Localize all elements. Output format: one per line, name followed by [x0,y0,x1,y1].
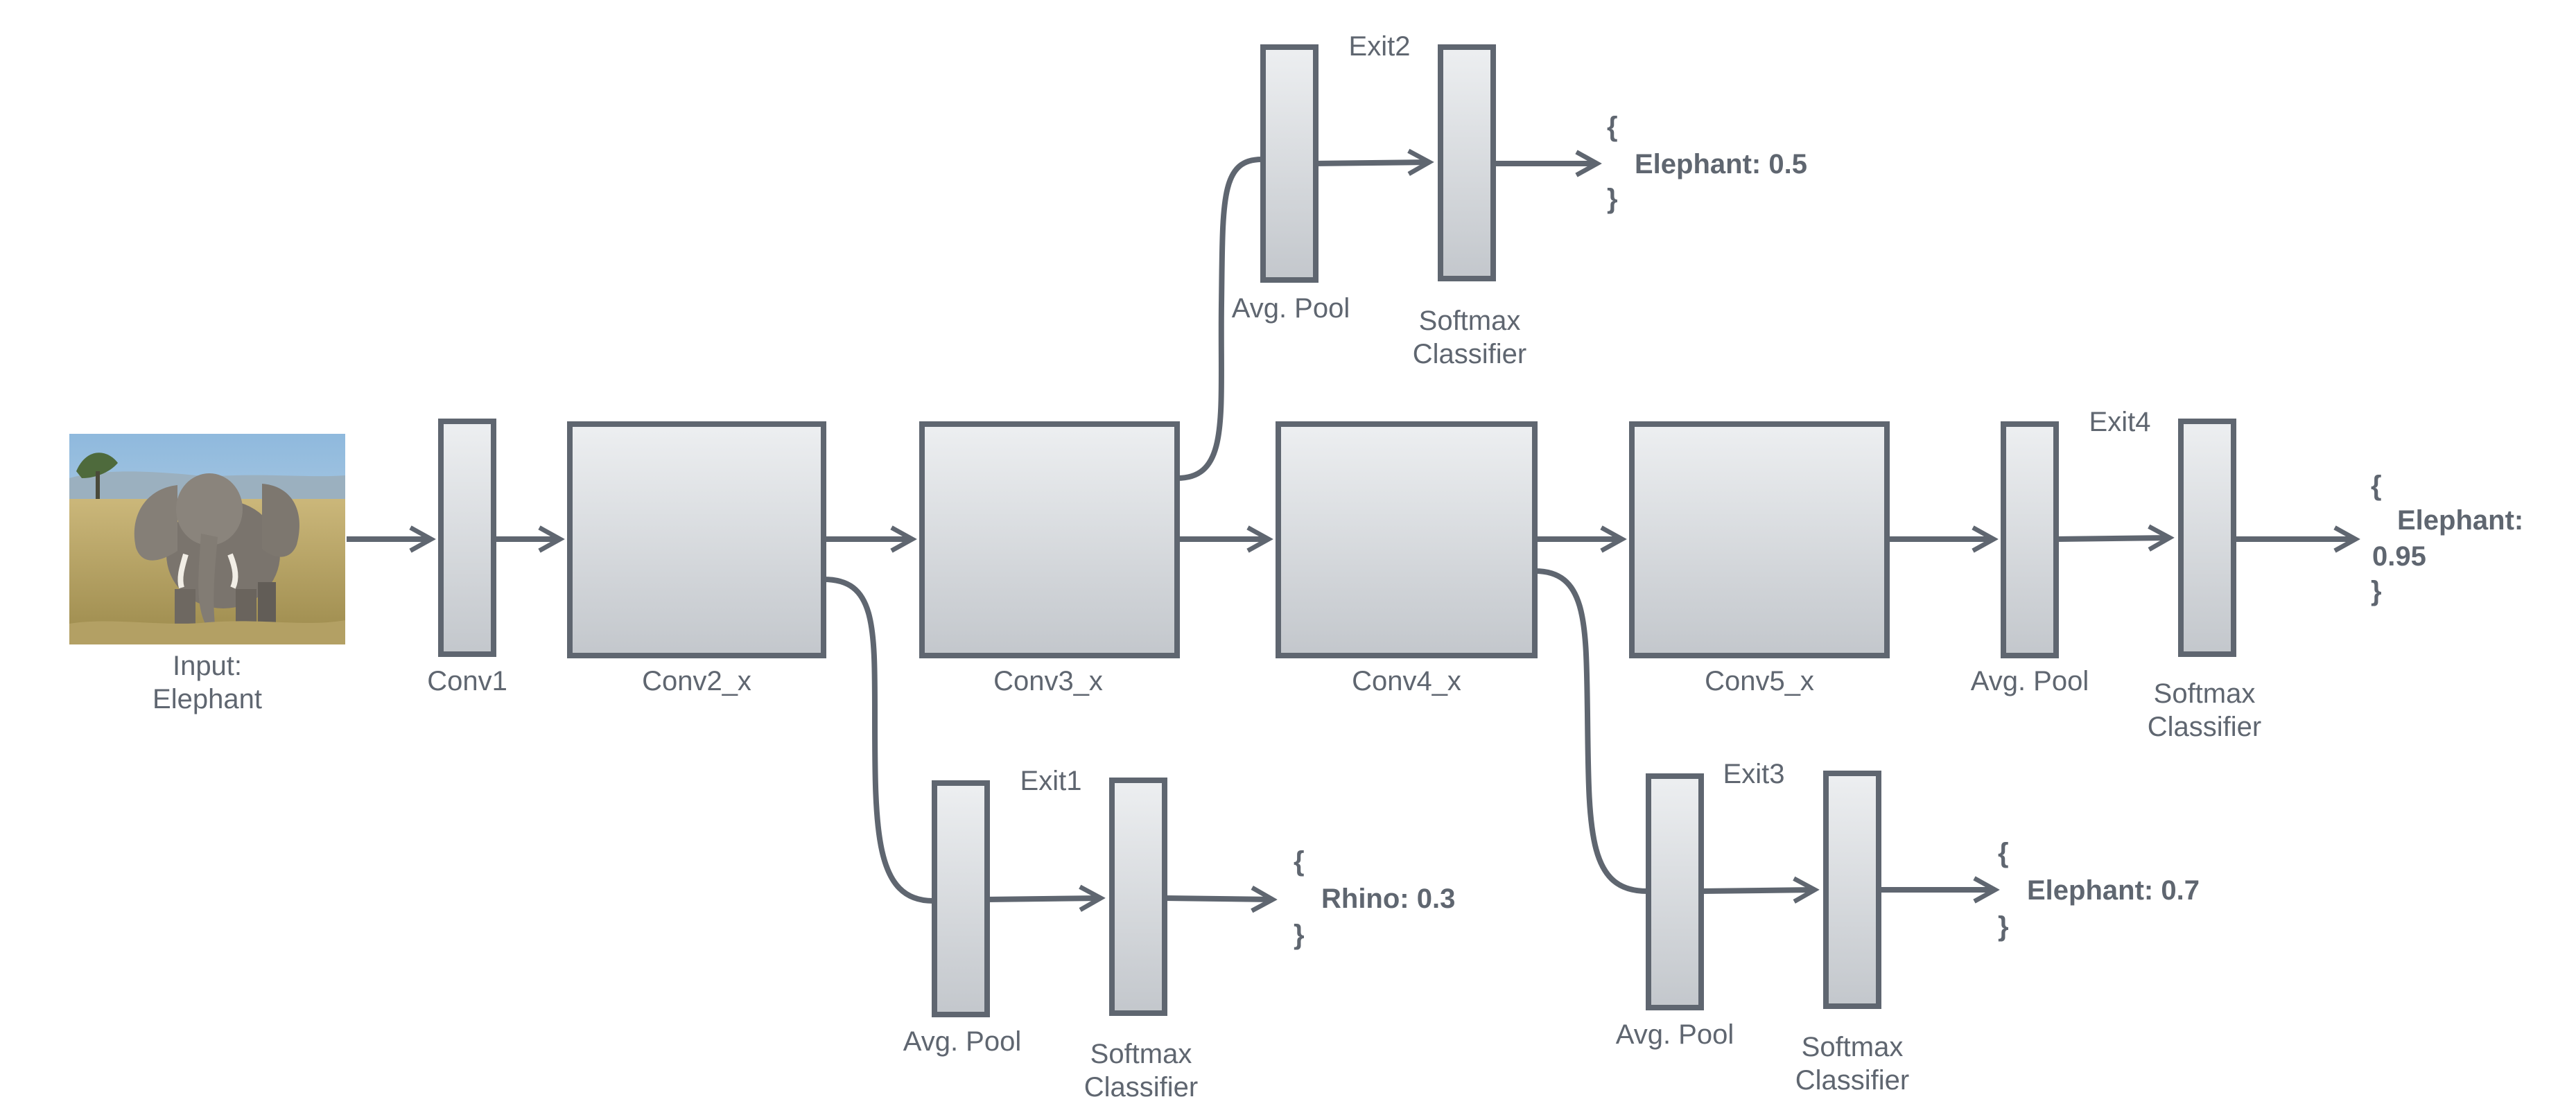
exit2-classifier-label-line1: Softmax [1419,306,1521,336]
exit2-classifier-label-line2: Classifier [1413,339,1526,369]
exit4-classifier-label-line2: Classifier [2148,712,2261,742]
exit4-brace-open: { [2371,471,2382,501]
conv5-label: Conv5_x [1705,666,1814,696]
arrow-pool4-to-clf4 [2055,538,2170,539]
exit1-title: Exit1 [1020,766,1082,796]
exit2-brace-close: } [1607,184,1618,214]
exit1-pool-block [932,780,990,1017]
conv4-label: Conv4_x [1352,666,1461,696]
exit3-pool-block [1646,773,1704,1010]
exit2-pool-label: Avg. Pool [1232,293,1350,324]
exit3-brace-close: } [1998,911,2009,942]
conv2-block [567,421,826,658]
exit2-classifier-block [1438,44,1496,281]
exit2-result: Elephant: 0.5 [1635,149,1807,179]
exit4-classifier-label-line1: Softmax [2154,678,2256,709]
exit4-classifier-block [2178,419,2236,657]
exit1-classifier-label-line2: Classifier [1084,1072,1198,1103]
input-label-line1: Input: [173,651,242,681]
arrow-clf1-to-output [1164,898,1273,899]
exit3-classifier-block [1823,771,1881,1009]
conv2-label: Conv2_x [642,666,751,696]
conv4-block [1276,421,1538,658]
exit1-pool-label: Avg. Pool [903,1026,1022,1057]
exit3-classifier-label-line2: Classifier [1795,1065,1909,1096]
exit2-title: Exit2 [1349,31,1411,62]
arrow-pool3-to-clf3 [1700,890,1815,891]
exit4-result-line1: Elephant: [2397,505,2523,536]
exit1-classifier-block [1109,778,1167,1016]
conv3-block [919,421,1180,658]
exit1-result: Rhino: 0.3 [1321,884,1455,914]
exit3-pool-label: Avg. Pool [1616,1019,1734,1050]
exit3-brace-open: { [1998,838,2009,868]
branch-conv2-to-exit1 [823,577,934,904]
conv3-label: Conv3_x [993,666,1103,696]
input-label-line2: Elephant [153,684,262,714]
exit1-brace-close: } [1294,920,1305,950]
exit2-brace-open: { [1607,112,1618,142]
conv5-block [1629,421,1890,658]
exit3-classifier-label-line1: Softmax [1802,1032,1904,1062]
exit3-title: Exit3 [1723,759,1785,789]
arrow-pool2-to-clf2 [1315,162,1429,164]
exit1-classifier-label-line1: Softmax [1090,1039,1192,1069]
exit4-result-line2: 0.95 [2372,541,2426,572]
exit3-result: Elephant: 0.7 [2027,875,2200,906]
arrow-pool1-to-clf1 [986,898,1101,899]
branch-conv4-to-exit3 [1534,568,1648,894]
conv1-label: Conv1 [427,666,507,696]
exit4-title: Exit4 [2089,407,2151,437]
branch-conv3-to-exit2 [1176,157,1262,481]
exit2-pool-block [1260,44,1319,283]
exit4-brace-close: } [2371,576,2382,606]
exit1-brace-open: { [1294,846,1305,877]
conv1-block [438,419,496,657]
exit4-pool-label: Avg. Pool [1971,666,2089,696]
exit4-pool-block [2001,421,2059,658]
input-elephant-image [69,434,345,644]
